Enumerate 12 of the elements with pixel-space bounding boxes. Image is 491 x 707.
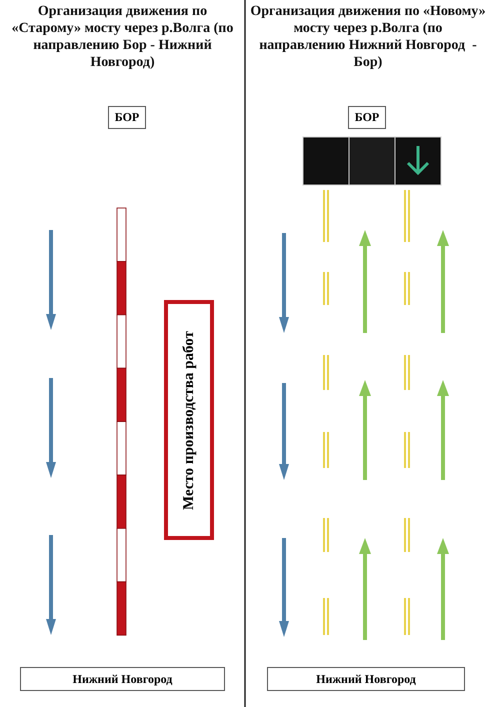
label-box xyxy=(108,106,146,129)
place-name: Нижний Новгород xyxy=(316,672,416,686)
label-box xyxy=(20,667,225,691)
heading: Организация движения по «Новому» мосту через р.Волга (по направлению Нижний Новгород - Бор) xyxy=(250,3,486,71)
label-box xyxy=(267,667,465,691)
sign-text: Место производства работ xyxy=(180,330,198,510)
work-zone-sign xyxy=(164,300,214,540)
label-box xyxy=(348,106,386,129)
place-name: Нижний Новгород xyxy=(72,672,172,686)
place-name: БОР xyxy=(354,110,380,125)
place-name: БОР xyxy=(114,110,140,125)
heading: Организация движения по «Старому» мосту через р.Волга (по направлению Бор - Нижний Новгород) xyxy=(10,3,234,71)
